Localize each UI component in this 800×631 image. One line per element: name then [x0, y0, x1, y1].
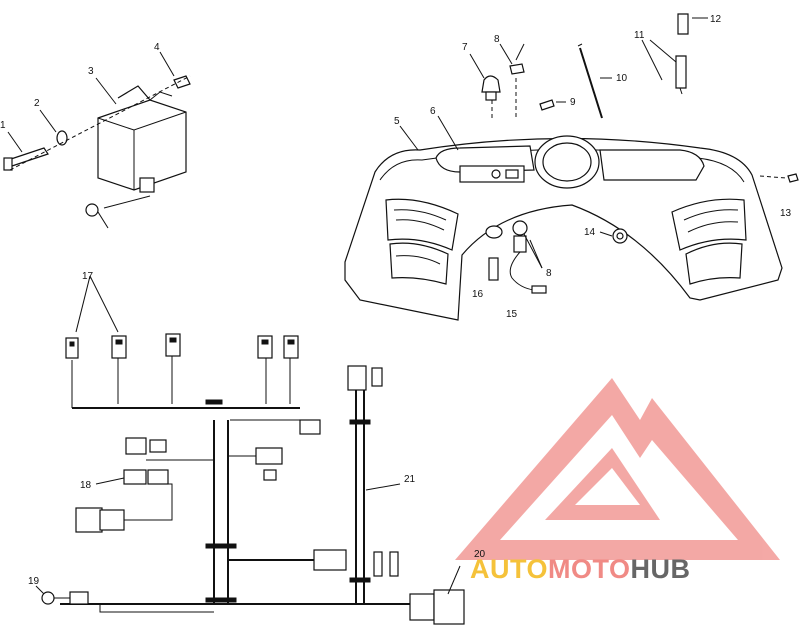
watermark-auto: AUTO — [470, 554, 548, 584]
callout-10: 10 — [616, 73, 628, 84]
callout-14: 14 — [584, 227, 596, 238]
watermark-text: AUTOMOTOHUB — [470, 554, 691, 584]
dash-pod — [344, 135, 783, 321]
callout-18: 18 — [80, 480, 92, 491]
wiring-harness — [41, 333, 465, 625]
callout-2: 2 — [34, 98, 40, 109]
callout-9: 9 — [570, 97, 576, 108]
right-vent — [671, 198, 747, 285]
watermark-moto: MOTO — [548, 554, 631, 584]
control-module-assembly — [3, 75, 191, 229]
watermark-logo — [455, 378, 780, 560]
callout-20: 20 — [474, 549, 486, 560]
callout-6: 6 — [430, 106, 436, 117]
callout-19: 19 — [28, 576, 40, 587]
callout-1: 1 — [0, 120, 6, 131]
watermark-hub: HUB — [631, 554, 691, 584]
callout-8-top: 8 — [494, 34, 500, 45]
callout-4: 4 — [154, 42, 160, 53]
small-parts — [481, 13, 799, 183]
callout-15: 15 — [506, 309, 518, 320]
callout-3: 3 — [88, 66, 94, 77]
callout-12: 12 — [710, 14, 722, 25]
callout-17: 17 — [82, 271, 94, 282]
callout-7: 7 — [462, 42, 468, 53]
callout-8-bottom: 8 — [546, 268, 552, 279]
callout-labels: 1 2 3 4 5 6 7 8 9 10 11 12 13 14 8 16 15… — [0, 14, 792, 587]
left-vent — [385, 198, 459, 285]
leader-lines — [7, 17, 708, 595]
callout-11: 11 — [634, 30, 645, 41]
callout-16: 16 — [472, 289, 484, 300]
callout-21: 21 — [404, 474, 416, 485]
callout-5: 5 — [394, 116, 400, 127]
callout-13: 13 — [780, 208, 792, 219]
